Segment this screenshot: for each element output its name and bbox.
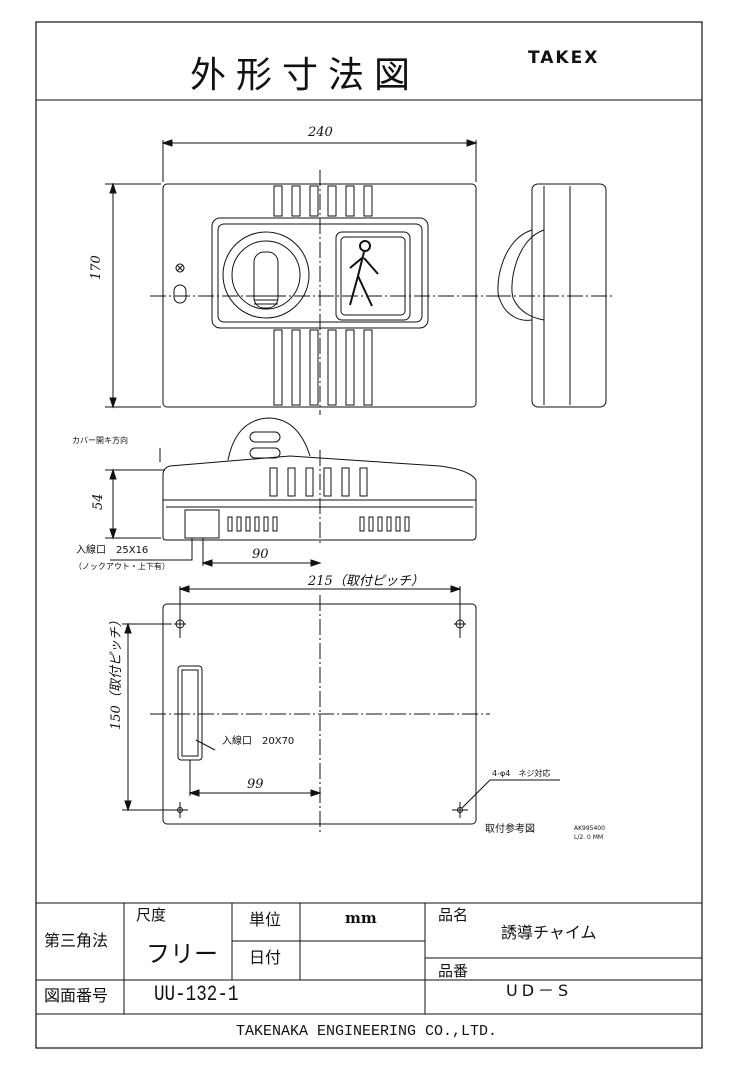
- front-bottom-slots: [273, 329, 373, 406]
- back-view: [150, 595, 490, 835]
- dim-54: [105, 468, 161, 540]
- projection-label: 第三角法: [44, 931, 109, 950]
- side-vent-right: [359, 516, 410, 532]
- dim-90: [201, 538, 322, 567]
- note-entry-top: 入線口 25X16: [76, 545, 149, 556]
- top-slots: [269, 467, 368, 497]
- dim-170-label: 170: [89, 255, 104, 280]
- hole-bl: [172, 802, 188, 818]
- brand-logo: TAKEX: [528, 48, 600, 68]
- unit-label: 単位: [249, 910, 282, 929]
- part-number-value: UD－S: [506, 981, 573, 1000]
- part-number-label: 品番: [438, 962, 469, 980]
- drawing-number-value: UU-132-1: [154, 982, 239, 1007]
- dim-150: [122, 622, 172, 812]
- note-mount-holes: 4-φ4 ネジ対応: [492, 769, 551, 778]
- note-ref-scale: L/2. 0 MM: [574, 834, 604, 841]
- scale-value: フリー: [146, 940, 218, 968]
- dim-240: [161, 139, 478, 182]
- dim-240-label: 240: [308, 125, 333, 140]
- pedestrian-icon: [349, 240, 379, 307]
- dim-90-label: 90: [252, 547, 269, 562]
- scale-label: 尺度: [136, 906, 167, 924]
- side-view: [495, 183, 615, 408]
- dim-215: [178, 585, 462, 612]
- dim-54-label: 54: [91, 493, 106, 510]
- date-label: 日付: [249, 948, 282, 967]
- hole-br: [452, 802, 468, 818]
- drawing-number-label: 図面番号: [44, 986, 109, 1005]
- product-name-label: 品名: [438, 906, 469, 924]
- top-view: [155, 417, 477, 545]
- note-mount-reference: 取付参考図: [485, 824, 535, 835]
- note-cover-direction: カバー開キ方向: [72, 436, 128, 445]
- keyhole-tl: [174, 612, 186, 638]
- leader-holes: [461, 779, 560, 809]
- sensor-lens: [222, 231, 310, 319]
- note-entry-back: 入線口 20X70: [222, 736, 295, 747]
- title-block-lines: [36, 902, 702, 1015]
- outer-frame: [35, 21, 703, 1049]
- product-name-value: 誘導チャイム: [501, 923, 597, 942]
- keyhole-tr: [454, 612, 466, 638]
- dim-150-label: 150（取付ピッチ）: [109, 614, 124, 730]
- entry-knockout: [184, 509, 220, 539]
- pedestrian-sign: [335, 231, 411, 321]
- front-top-slots: [273, 185, 373, 217]
- leader-entry-back: [195, 739, 216, 751]
- leader-entry-top: [110, 538, 193, 561]
- front-view: [150, 170, 495, 415]
- side-vent-left: [227, 516, 278, 532]
- note-ref-code: AK995400: [574, 825, 605, 832]
- dim-99-label: 99: [247, 777, 264, 792]
- dim-170: [105, 182, 161, 409]
- drawing-title: 外形寸法図: [190, 55, 421, 96]
- company-name: TAKENAKA ENGINEERING CO.,LTD.: [236, 1023, 498, 1040]
- dim-215-label: 215（取付ピッチ）: [308, 574, 424, 589]
- dim-99: [188, 760, 322, 797]
- unit-value: mm: [345, 909, 377, 927]
- screw-icon: [175, 263, 185, 273]
- note-knockout: （ノックアウト・上下有）: [74, 562, 170, 571]
